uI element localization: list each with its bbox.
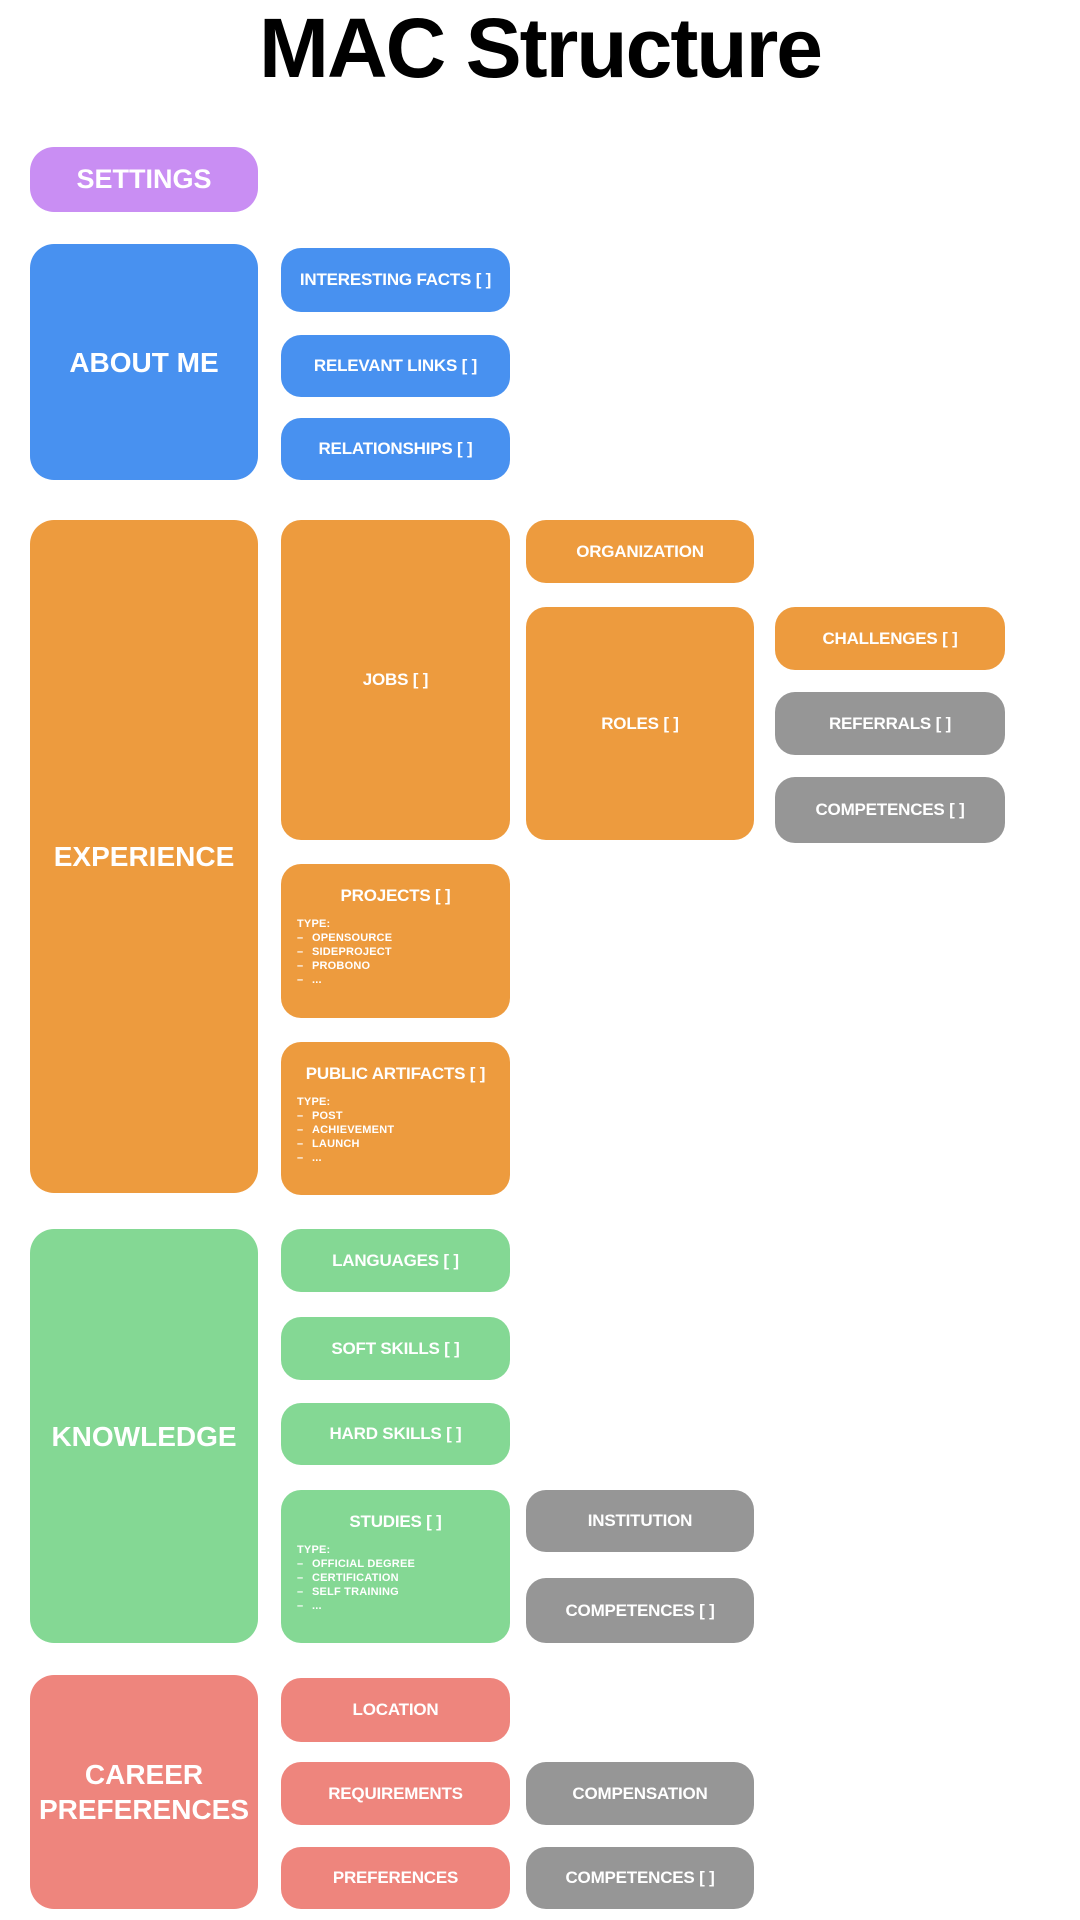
studies-label: STUDIES [ ] bbox=[349, 1512, 442, 1531]
type-item: – ... bbox=[297, 973, 500, 987]
location-label: LOCATION bbox=[352, 1700, 439, 1719]
dash-marker: – bbox=[297, 974, 304, 986]
type-item-label: SIDEPROJECT bbox=[312, 946, 392, 958]
type-item-label: OPENSOURCE bbox=[312, 932, 393, 944]
type-item: – LAUNCH bbox=[297, 1137, 500, 1151]
public-artifacts-box: PUBLIC ARTIFACTS [ ] TYPE: – POST – ACHI… bbox=[281, 1042, 510, 1195]
type-item-label: POST bbox=[312, 1110, 343, 1122]
projects-box: PROJECTS [ ] TYPE: – OPENSOURCE – SIDEPR… bbox=[281, 864, 510, 1018]
type-item-label: CERTIFICATION bbox=[312, 1572, 399, 1584]
type-item-label: ... bbox=[312, 1152, 322, 1164]
preferences-label: PREFERENCES bbox=[332, 1868, 459, 1887]
jobs-label: JOBS [ ] bbox=[362, 670, 429, 689]
type-item: – ... bbox=[297, 1151, 500, 1165]
dash-marker: – bbox=[297, 1572, 304, 1584]
referrals-label: REFERRALS [ ] bbox=[828, 713, 952, 733]
roles-box: ROLES [ ] bbox=[526, 607, 754, 840]
roles-label: ROLES [ ] bbox=[601, 713, 679, 733]
experience-label: EXPERIENCE bbox=[53, 841, 235, 872]
dash-marker: – bbox=[297, 1110, 304, 1122]
about-me-box: ABOUT ME bbox=[30, 244, 258, 480]
type-label: TYPE: bbox=[297, 1544, 331, 1556]
type-label: TYPE: bbox=[297, 918, 331, 930]
public-artifacts-type-list: TYPE: – POST – ACHIEVEMENT – LAUNCH – ..… bbox=[297, 1095, 500, 1165]
dash-marker: – bbox=[297, 946, 304, 958]
dash-marker: – bbox=[297, 1124, 304, 1136]
dash-marker: – bbox=[297, 1558, 304, 1570]
type-item: – CERTIFICATION bbox=[297, 1571, 500, 1585]
projects-label: PROJECTS [ ] bbox=[340, 886, 451, 905]
relevant-links-label: RELEVANT LINKS [ ] bbox=[313, 356, 478, 375]
languages-box: LANGUAGES [ ] bbox=[281, 1229, 510, 1292]
interesting-facts-box: INTERESTING FACTS [ ] bbox=[281, 248, 510, 312]
type-item-label: ACHIEVEMENT bbox=[312, 1124, 395, 1136]
hard-skills-box: HARD SKILLS [ ] bbox=[281, 1403, 510, 1465]
projects-type-list: TYPE: – OPENSOURCE – SIDEPROJECT – PROBO… bbox=[297, 917, 500, 987]
type-item-label: PROBONO bbox=[312, 960, 371, 972]
career-competences-box: COMPETENCES [ ] bbox=[526, 1847, 754, 1909]
challenges-box: CHALLENGES [ ] bbox=[775, 607, 1005, 670]
institution-label: INSTITUTION bbox=[587, 1511, 693, 1530]
relevant-links-box: RELEVANT LINKS [ ] bbox=[281, 335, 510, 397]
soft-skills-label: SOFT SKILLS [ ] bbox=[331, 1338, 460, 1358]
knowledge-label: KNOWLEDGE bbox=[51, 1420, 237, 1452]
about-me-label: ABOUT ME bbox=[69, 346, 219, 378]
preferences-box: PREFERENCES bbox=[281, 1847, 510, 1909]
jobs-box: JOBS [ ] bbox=[281, 520, 510, 840]
studies-competences-label: COMPETENCES [ ] bbox=[565, 1600, 715, 1620]
organization-label: ORGANIZATION bbox=[576, 541, 704, 561]
type-label: TYPE: bbox=[297, 1096, 331, 1108]
type-item: – ... bbox=[297, 1599, 500, 1613]
type-item: – OPENSOURCE bbox=[297, 931, 500, 945]
challenges-label: CHALLENGES [ ] bbox=[822, 628, 958, 648]
institution-box: INSTITUTION bbox=[526, 1490, 754, 1552]
organization-box: ORGANIZATION bbox=[526, 520, 754, 583]
studies-box: STUDIES [ ] TYPE: – OFFICIAL DEGREE – CE… bbox=[281, 1490, 510, 1643]
relationships-label: RELATIONSHIPS [ ] bbox=[318, 439, 473, 458]
roles-competences-label: COMPETENCES [ ] bbox=[815, 800, 965, 819]
roles-competences-box: COMPETENCES [ ] bbox=[775, 777, 1005, 843]
dash-marker: – bbox=[297, 1586, 304, 1598]
dash-marker: – bbox=[297, 932, 304, 944]
page-title: MAC Structure bbox=[258, 1, 823, 95]
dash-marker: – bbox=[297, 1600, 304, 1612]
dash-marker: – bbox=[297, 1152, 304, 1164]
public-artifacts-label: PUBLIC ARTIFACTS [ ] bbox=[305, 1064, 486, 1083]
languages-label: LANGUAGES [ ] bbox=[332, 1250, 459, 1270]
dash-marker: – bbox=[297, 960, 304, 972]
career-preferences-label: CAREER PREFERENCES bbox=[38, 1759, 250, 1825]
soft-skills-box: SOFT SKILLS [ ] bbox=[281, 1317, 510, 1380]
type-item-label: ... bbox=[312, 1600, 322, 1612]
compensation-label: COMPENSATION bbox=[572, 1783, 708, 1803]
compensation-box: COMPENSATION bbox=[526, 1762, 754, 1825]
knowledge-box: KNOWLEDGE bbox=[30, 1229, 258, 1643]
type-item-label: SELF TRAINING bbox=[312, 1586, 399, 1598]
studies-type-list: TYPE: – OFFICIAL DEGREE – CERTIFICATION … bbox=[297, 1543, 500, 1613]
settings-box: SETTINGS bbox=[30, 147, 258, 212]
type-item: – PROBONO bbox=[297, 959, 500, 973]
interesting-facts-label: INTERESTING FACTS [ ] bbox=[299, 270, 492, 289]
type-item: – OFFICIAL DEGREE bbox=[297, 1557, 500, 1571]
experience-box: EXPERIENCE bbox=[30, 520, 258, 1193]
referrals-box: REFERRALS [ ] bbox=[775, 692, 1005, 755]
requirements-box: REQUIREMENTS bbox=[281, 1762, 510, 1825]
type-item-label: ... bbox=[312, 974, 322, 986]
dash-marker: – bbox=[297, 1138, 304, 1150]
type-item-label: LAUNCH bbox=[312, 1138, 360, 1150]
type-item: – SIDEPROJECT bbox=[297, 945, 500, 959]
relationships-box: RELATIONSHIPS [ ] bbox=[281, 418, 510, 480]
location-box: LOCATION bbox=[281, 1678, 510, 1742]
type-item: – POST bbox=[297, 1109, 500, 1123]
type-item: – ACHIEVEMENT bbox=[297, 1123, 500, 1137]
career-competences-label: COMPETENCES [ ] bbox=[565, 1868, 715, 1887]
requirements-label: REQUIREMENTS bbox=[328, 1783, 463, 1803]
career-preferences-box: CAREER PREFERENCES bbox=[30, 1675, 258, 1909]
type-item-label: OFFICIAL DEGREE bbox=[312, 1558, 416, 1570]
studies-competences-box: COMPETENCES [ ] bbox=[526, 1578, 754, 1643]
hard-skills-label: HARD SKILLS [ ] bbox=[329, 1424, 462, 1443]
type-item: – SELF TRAINING bbox=[297, 1585, 500, 1599]
settings-label: SETTINGS bbox=[76, 163, 212, 194]
